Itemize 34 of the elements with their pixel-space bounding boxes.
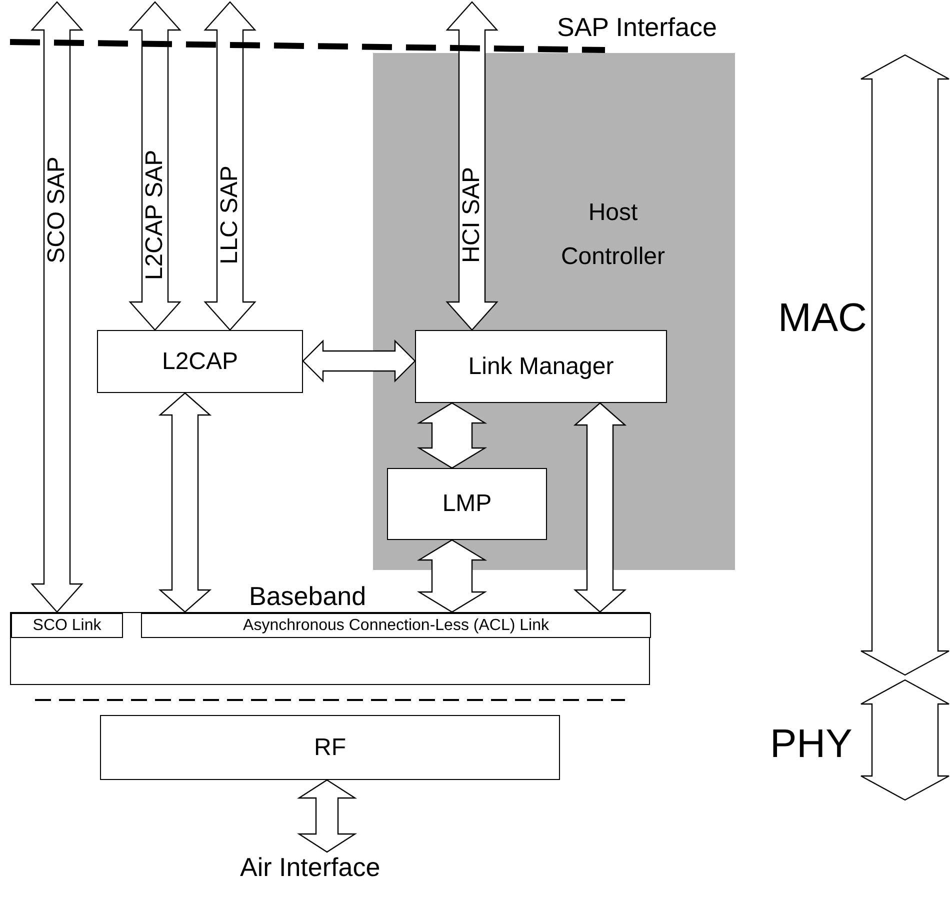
region-label: Host Controller	[560, 198, 666, 272]
edge-label: HCI SAP	[458, 166, 486, 264]
double-arrow	[416, 402, 488, 469]
box-label: LMP	[442, 490, 492, 518]
box-label: Link Manager	[468, 352, 614, 380]
box-label: Asynchronous Connection-Less (ACL) Link	[243, 616, 549, 634]
layer-box	[415, 330, 667, 403]
double-arrow	[446, 1, 498, 331]
layer-label: MAC	[778, 296, 867, 341]
layer-label: PHY	[770, 722, 852, 767]
interface-label: Air Interface	[240, 852, 380, 892]
edge-label: SCO SAP	[43, 156, 71, 264]
double-arrow	[128, 1, 182, 331]
link-box	[141, 613, 651, 638]
layer-box	[387, 468, 547, 540]
edge-label: L2CAP SAP	[141, 150, 169, 280]
layer-box	[100, 715, 560, 780]
span-arrow	[860, 679, 950, 801]
box-label: SCO Link	[32, 616, 102, 634]
host-controller-region	[373, 53, 735, 570]
interface-label: SAP Interface	[557, 12, 717, 43]
box-label: RF	[314, 734, 346, 762]
double-arrow	[573, 402, 627, 613]
edge-label: LLC SAP	[216, 166, 244, 264]
layer-label: Baseband	[249, 581, 366, 612]
double-arrow	[296, 779, 358, 853]
double-arrow	[416, 539, 488, 613]
layer-box	[97, 330, 303, 393]
link-box	[11, 613, 123, 638]
double-arrow	[302, 340, 416, 382]
box-label: L2CAP	[162, 348, 238, 376]
double-arrow	[158, 392, 212, 613]
double-arrow	[30, 1, 84, 613]
double-arrow	[204, 1, 256, 331]
